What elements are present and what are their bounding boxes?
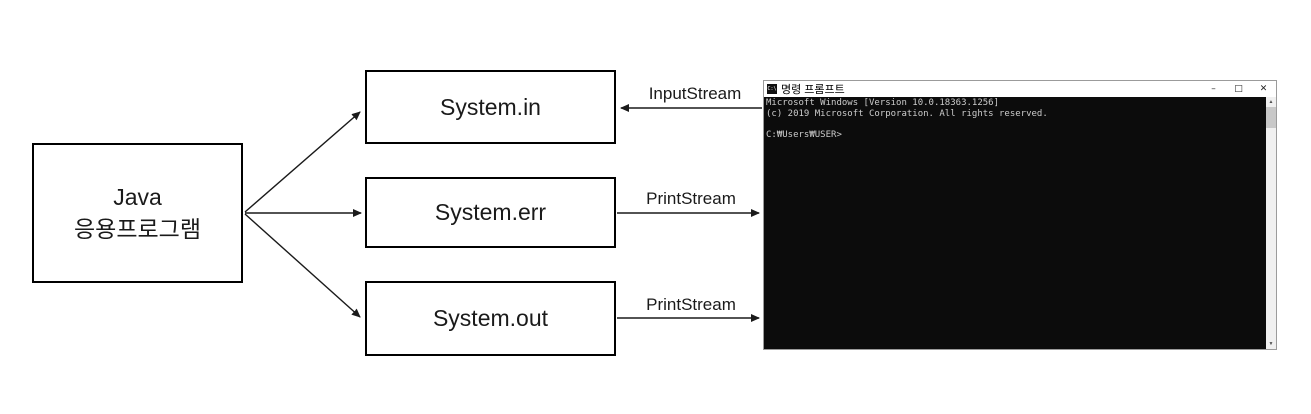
minimize-button[interactable]: – (1211, 84, 1216, 94)
system-in-box: System.in (365, 70, 616, 144)
window-controls: – □ ✕ (1201, 81, 1276, 97)
scroll-up-icon[interactable]: ▲ (1268, 99, 1274, 105)
console-line-blank (766, 119, 1266, 130)
cmd-prompt-icon: C:\ (767, 84, 777, 94)
java-box-line1: Java (113, 184, 162, 210)
arrow-java-to-systemin (244, 111, 361, 213)
console-screen[interactable]: Microsoft Windows [Version 10.0.18363.12… (764, 97, 1266, 349)
printstream-err-label: PrintStream (646, 189, 736, 208)
console-prompt: C:₩Users₩USER> (766, 129, 842, 140)
system-err-box: System.err (365, 177, 616, 248)
console-titlebar[interactable]: C:\ 명령 프롬프트 – □ ✕ (764, 81, 1276, 97)
arrow-java-to-systemout (244, 213, 361, 318)
system-in-label: System.in (440, 93, 541, 120)
inputstream-label: InputStream (648, 84, 742, 103)
console-body: Microsoft Windows [Version 10.0.18363.12… (764, 97, 1276, 349)
system-out-box: System.out (365, 281, 616, 356)
printstream-out-label: PrintStream (646, 295, 736, 314)
console-scrollbar[interactable]: ▲ ▼ (1266, 97, 1276, 349)
close-button[interactable]: ✕ (1259, 84, 1268, 94)
console-title: 명령 프롬프트 (781, 84, 845, 96)
console-line-version: Microsoft Windows [Version 10.0.18363.12… (766, 98, 999, 108)
system-err-label: System.err (434, 199, 547, 225)
system-out-label: System.out (432, 305, 549, 331)
java-application-box: Java 응용프로그램 (32, 143, 243, 283)
scrollbar-thumb[interactable] (1266, 107, 1276, 128)
command-prompt-window: C:\ 명령 프롬프트 – □ ✕ Microsoft Windows [Ver… (763, 80, 1277, 350)
maximize-button[interactable]: □ (1234, 84, 1243, 94)
scroll-down-icon[interactable]: ▼ (1268, 341, 1274, 347)
console-line-copyright: (c) 2019 Microsoft Corporation. All righ… (766, 108, 1048, 119)
java-box-line2: 응용프로그램 (74, 216, 201, 242)
